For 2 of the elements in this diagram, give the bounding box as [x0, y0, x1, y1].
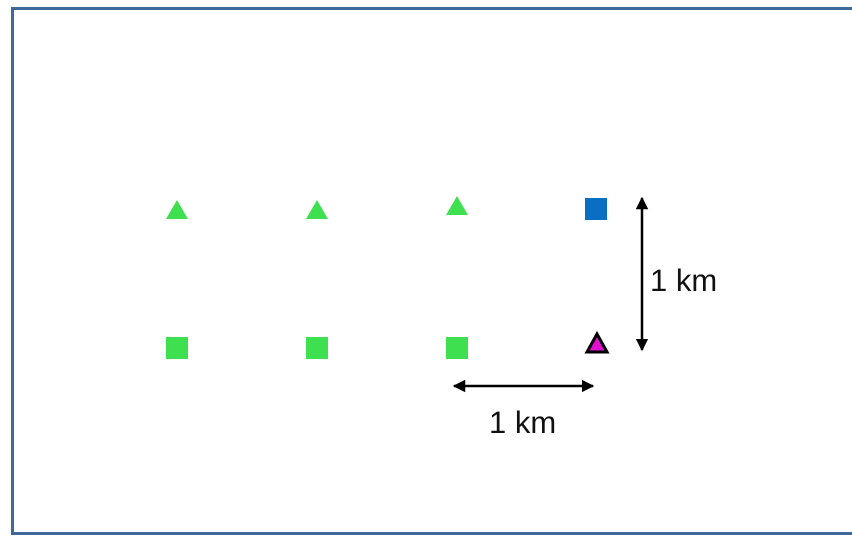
dimension-label: 1 km [489, 407, 556, 438]
dimension-label: 1 km [650, 265, 718, 296]
